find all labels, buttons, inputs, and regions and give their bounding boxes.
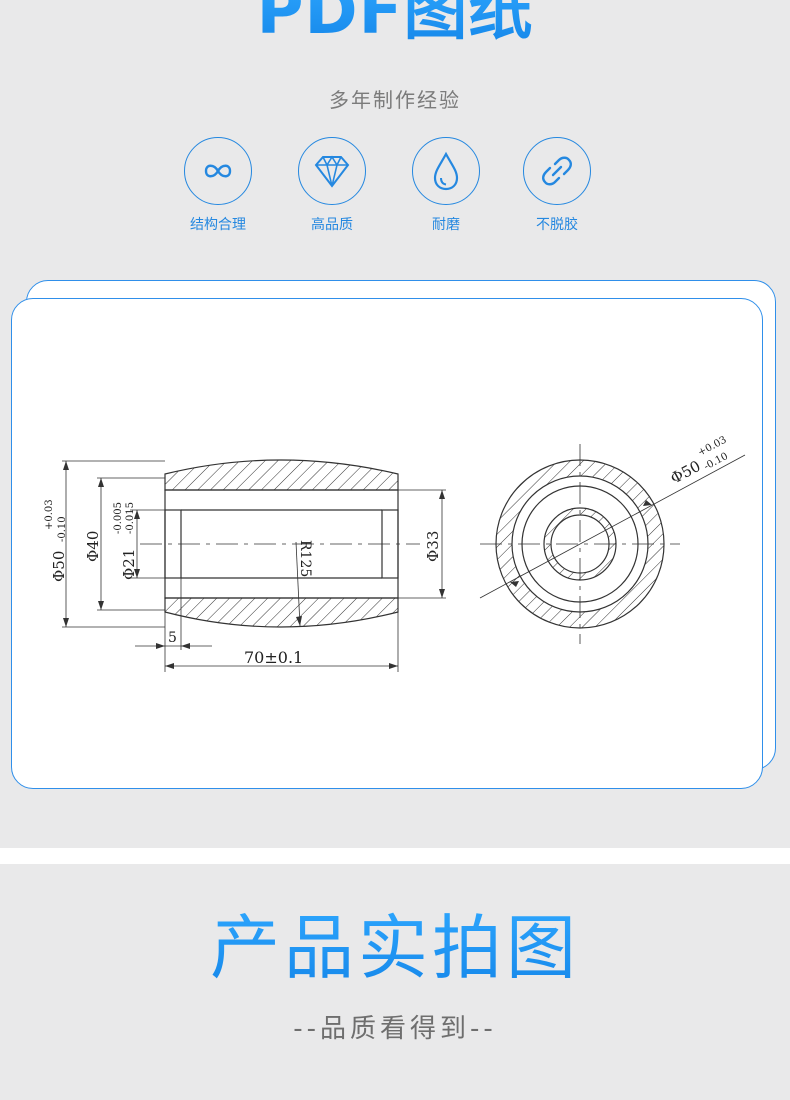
- dim-inner-label: Φ21: [120, 549, 138, 580]
- diamond-icon: [298, 137, 366, 205]
- infinity-icon: [184, 137, 252, 205]
- section-title-photos: 产品实拍图: [0, 900, 790, 996]
- dim-outer-label: Φ50: [50, 551, 68, 582]
- dim-d40-label: Φ40: [84, 531, 102, 562]
- dim-d33-label: Φ33: [424, 531, 442, 562]
- feature-label: 高品质: [311, 217, 353, 233]
- section-subtitle-photos: --品质看得到--: [293, 1014, 497, 1044]
- dim-radius-label: R125: [297, 540, 313, 577]
- side-view: [62, 459, 446, 672]
- feature-bond: 不脱胶: [487, 137, 627, 234]
- photo-section: [0, 864, 790, 1100]
- section-divider: [0, 848, 790, 864]
- dim-length-label: 70±0.1: [244, 648, 303, 667]
- section-subtitle: 多年制作经验: [329, 88, 461, 112]
- dim-end-outer-label: Φ50: [667, 457, 703, 488]
- feature-label: 不脱胶: [536, 217, 578, 233]
- feature-label: 耐磨: [432, 217, 460, 233]
- dim-inner-tol-upper: -0.005: [113, 502, 124, 534]
- dim-outer-tol-upper: +0.03: [44, 499, 55, 530]
- feature-wear: 耐磨: [376, 137, 516, 234]
- link-icon: [523, 137, 591, 205]
- dim-outer-tol-lower: -0.10: [57, 516, 68, 542]
- dim-step-label: 5: [168, 630, 177, 646]
- feature-quality: 高品质: [262, 137, 402, 234]
- end-view: [479, 444, 746, 644]
- technical-drawing: Φ50 +0.03 -0.10 Φ40 Φ21 -0.005 -0.015 Φ3…: [44, 435, 746, 672]
- dim-inner-tol-lower: -0.015: [125, 502, 136, 534]
- feature-label: 结构合理: [190, 217, 246, 233]
- drop-icon: [412, 137, 480, 205]
- section-title-pdf: PDF图纸: [0, 0, 790, 52]
- feature-structure: 结构合理: [148, 137, 288, 234]
